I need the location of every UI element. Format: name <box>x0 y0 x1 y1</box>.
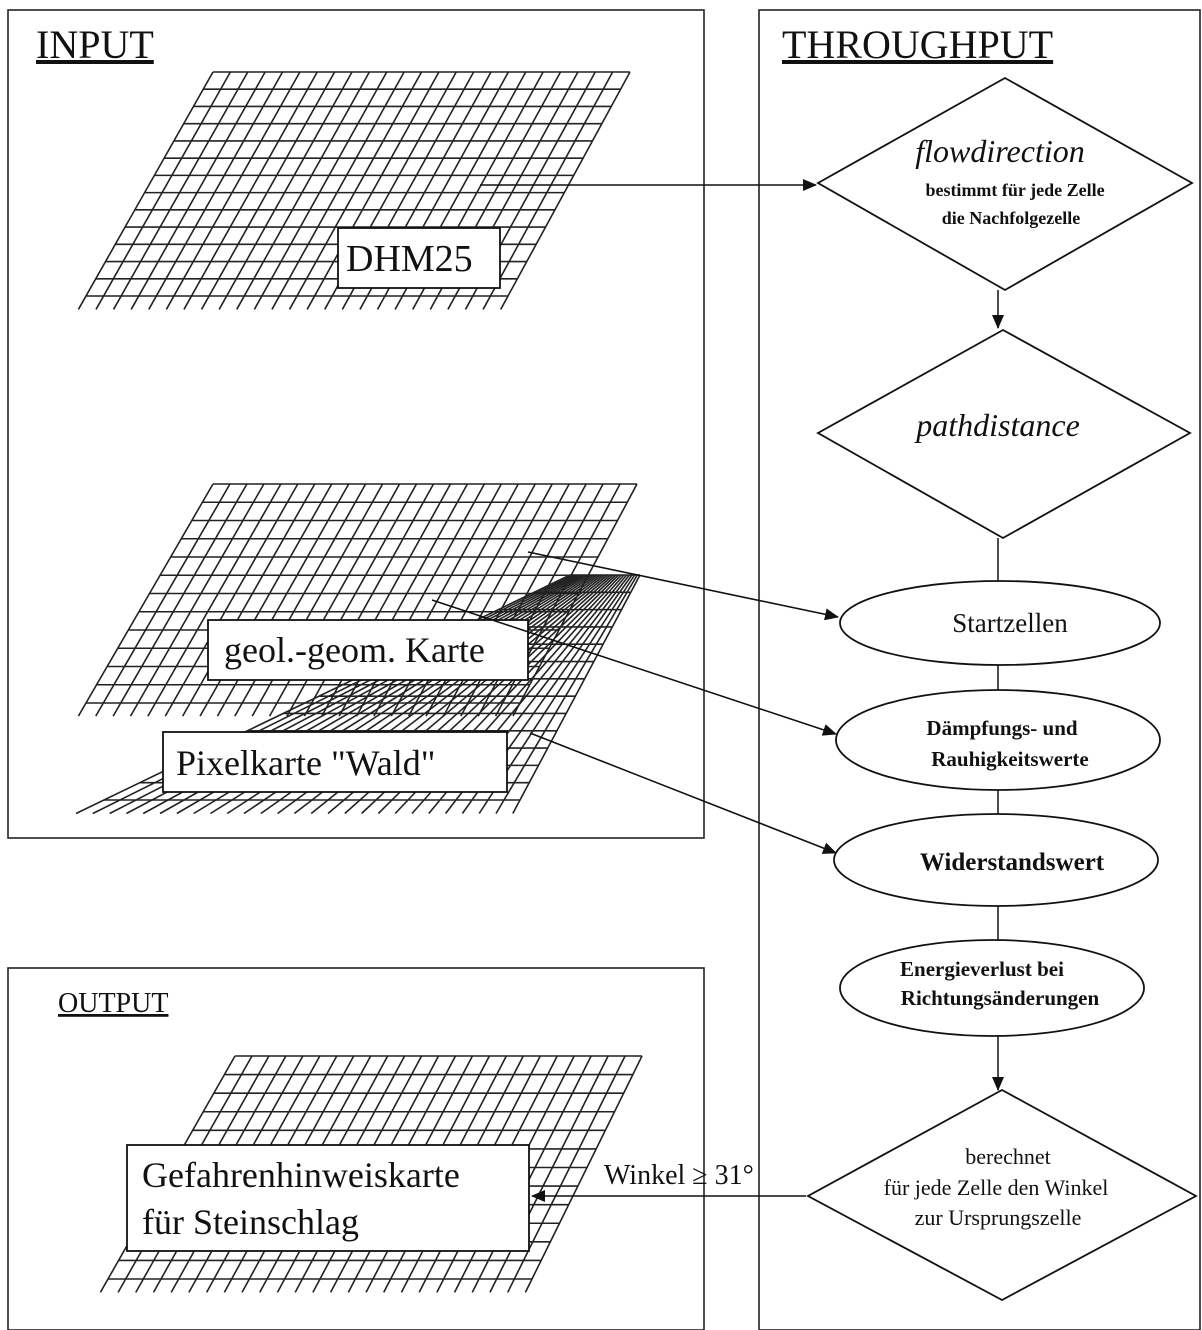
arrow-geol-to-daempfung <box>431 599 837 736</box>
flowdirection-diamond <box>816 76 1194 292</box>
flowdirection-title: flowdirection <box>915 133 1084 169</box>
throughput-heading: THROUGHPUT <box>782 22 1053 67</box>
pathdistance-label: pathdistance <box>914 407 1080 443</box>
energieverlust-line1: Energieverlust bei <box>900 957 1064 981</box>
berechnet-line2: für jede Zelle den Winkel <box>884 1175 1109 1200</box>
energieverlust-ellipse <box>839 939 1145 1037</box>
energieverlust-line2: Richtungsänderungen <box>901 986 1100 1010</box>
widerstandswert-ellipse <box>833 813 1159 907</box>
output-label-box <box>126 1144 530 1252</box>
startzellen-label: Startzellen <box>952 608 1068 638</box>
berechnet-diamond <box>806 1088 1198 1302</box>
output-label-line1: Gefahrenhinweiskarte <box>142 1155 460 1195</box>
output-label-line2: für Steinschlag <box>142 1202 359 1242</box>
startzellen-ellipse <box>839 580 1161 666</box>
winkel-edge-label: Winkel ≥ 31° <box>604 1160 754 1191</box>
dhm25-label: DHM25 <box>346 238 473 280</box>
dhm25-grid-layer <box>77 71 631 310</box>
flowdirection-line2: die Nachfolgezelle <box>942 208 1080 228</box>
daempfung-line1: Dämpfungs- und <box>926 716 1077 740</box>
dhm25-label-box <box>337 227 501 289</box>
daempfung-ellipse <box>835 689 1161 791</box>
arrow-geol-to-startzellen <box>527 551 839 621</box>
input-heading: INPUT <box>36 22 154 67</box>
daempfung-line2: Rauhigkeitswerte <box>931 747 1088 771</box>
input-panel-frame <box>7 9 705 839</box>
geol-label: geol.-geom. Karte <box>224 630 485 670</box>
throughput-panel-frame <box>758 9 1201 1330</box>
output-heading: OUTPUT <box>58 988 168 1019</box>
widerstandswert-label: Widerstandswert <box>920 849 1105 876</box>
arrow-wald-to-widerstandswert <box>529 732 837 854</box>
flowdirection-line1: bestimmt für jede Zelle <box>925 180 1104 200</box>
berechnet-line1: berechnet <box>965 1144 1051 1169</box>
wald-label: Pixelkarte "Wald" <box>176 743 435 783</box>
geol-label-box <box>207 619 529 681</box>
pathdistance-diamond <box>816 328 1192 540</box>
output-panel-frame <box>7 967 705 1330</box>
wald-label-box <box>162 731 508 793</box>
geol-grid-layer <box>77 483 638 717</box>
berechnet-line3: zur Ursprungszelle <box>915 1205 1082 1230</box>
